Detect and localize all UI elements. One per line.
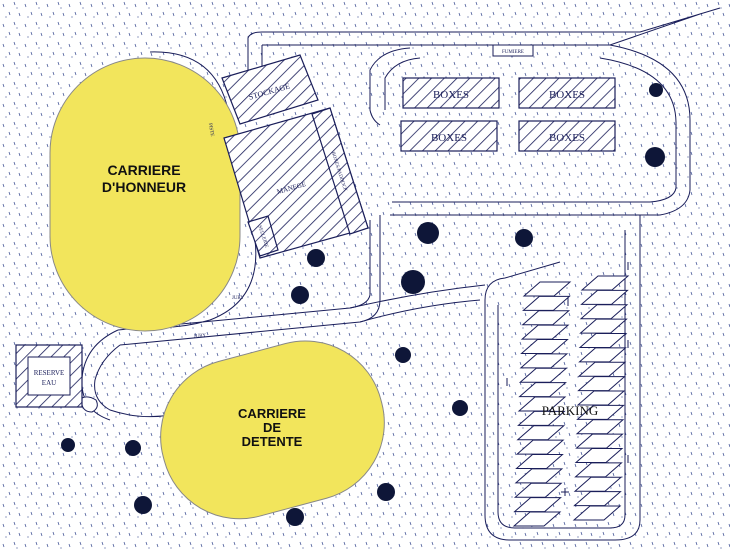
piste-label: PISTE <box>207 123 214 137</box>
trees <box>61 83 665 526</box>
parking-row-right <box>572 275 630 521</box>
tree <box>395 347 411 363</box>
boxes-block-2: BOXES <box>518 77 616 109</box>
stockage-building: STOCKAGE <box>221 54 319 125</box>
carriere-detente-label-line1: CARRIERE <box>238 406 306 421</box>
reserve-eau-label-line1: RESERVE <box>34 369 65 377</box>
tree <box>286 508 304 526</box>
parking-stall <box>512 511 562 527</box>
tree <box>125 440 141 456</box>
jury-label-2: JURY <box>232 296 245 301</box>
parking-stall <box>572 505 622 521</box>
small-room-label: SELLERIE <box>257 225 269 248</box>
reserve-eau: RESERVE EAU <box>15 344 83 408</box>
road-network <box>81 7 721 541</box>
carriere-detente-label-line2: DE <box>263 420 281 435</box>
jury-label-1: JURY <box>194 333 207 339</box>
carriere-honneur-label-line2: D'HONNEUR <box>102 179 186 195</box>
tree <box>452 400 468 416</box>
tree <box>417 222 439 244</box>
fumiere-building: FUMIERE <box>492 44 534 57</box>
tree <box>134 496 152 514</box>
carriere-detente: CARRIERE DE DETENTE <box>160 340 385 520</box>
tree <box>645 147 665 167</box>
reserve-eau-label-line2: EAU <box>42 379 56 387</box>
boxes-label-3: BOXES <box>431 132 467 144</box>
boxes-label-2: BOXES <box>549 89 585 101</box>
direction-arrows <box>506 262 629 496</box>
boxes-block-4: BOXES <box>518 120 616 152</box>
tree <box>307 249 325 267</box>
tree <box>291 286 309 304</box>
boxes-block-1: BOXES <box>402 77 500 109</box>
manege-building: MANEGE BOXES/PADDOCK SELLERIE <box>223 107 369 259</box>
boxes-label-4: BOXES <box>549 132 585 144</box>
tree <box>377 483 395 501</box>
carriere-detente-label-line3: DETENTE <box>242 434 303 449</box>
parking-row-left <box>512 281 572 527</box>
carriere-honneur: CARRIERE D'HONNEUR <box>49 57 241 332</box>
tree <box>515 229 533 247</box>
tree <box>401 270 425 294</box>
tree <box>649 83 663 97</box>
boxes-label-1: BOXES <box>433 89 469 101</box>
parking-label: PARKING <box>542 403 599 418</box>
tree <box>61 438 75 452</box>
parking-area <box>512 275 630 527</box>
fumiere-label: FUMIERE <box>502 50 524 55</box>
boxes-block-3: BOXES <box>400 120 498 152</box>
carriere-honneur-label-line1: CARRIERE <box>107 162 180 178</box>
